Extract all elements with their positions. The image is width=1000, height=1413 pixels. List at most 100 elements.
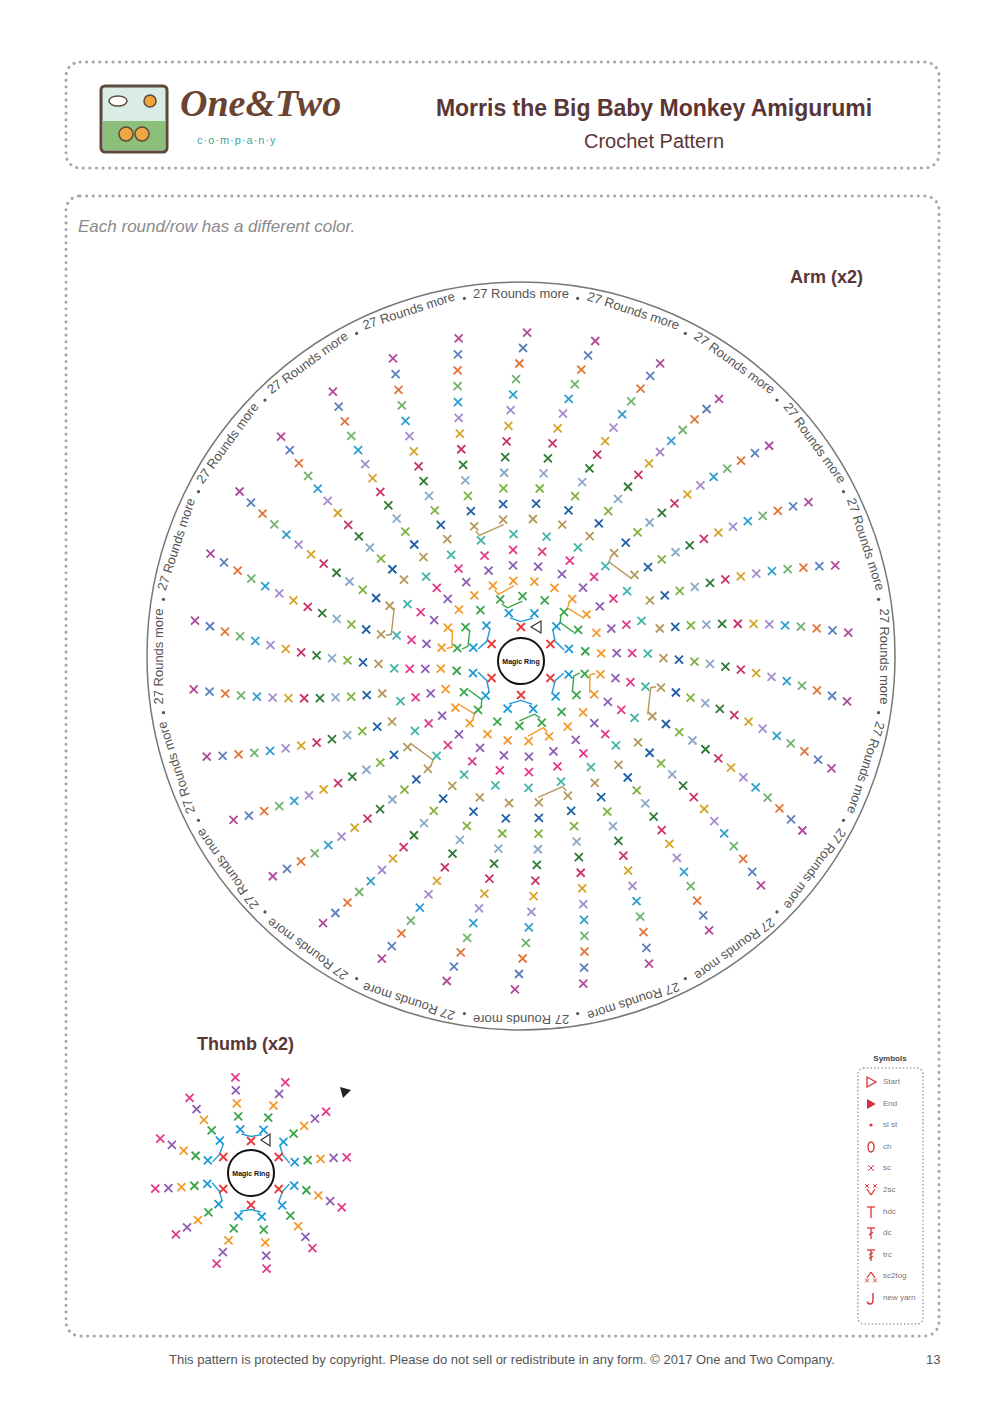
sc-symbol: [474, 706, 482, 714]
sc-symbol: [304, 603, 312, 611]
sc-symbol: [314, 485, 322, 493]
sc-symbol: [311, 1115, 319, 1123]
sc-symbol: [665, 840, 673, 848]
sc-symbol: [290, 1182, 298, 1190]
sc-symbol: [535, 830, 543, 838]
sc-symbol: [609, 595, 617, 603]
sc-symbol: [401, 528, 409, 536]
sc-symbol: [721, 575, 729, 583]
sc-symbol: [828, 692, 836, 700]
sc-symbol: [283, 865, 291, 873]
sc-symbol: [525, 753, 533, 761]
sc-symbol: [282, 744, 290, 752]
sc-symbol: [679, 782, 687, 790]
legend-text: Start: [883, 1077, 900, 1086]
sc-symbol: [335, 403, 343, 411]
sc-symbol: [597, 793, 605, 801]
legend-heading: Symbols: [873, 1054, 906, 1063]
sc-symbol: [613, 649, 621, 657]
sc-symbol: [359, 658, 367, 666]
sc-symbol: [419, 553, 427, 561]
sc-symbol: [388, 565, 396, 573]
sc-symbol: [814, 756, 822, 764]
sc-symbol: [744, 517, 752, 525]
legend-symbol: [864, 1118, 878, 1132]
sc-symbol: [412, 775, 420, 783]
increase-symbol: [459, 705, 474, 719]
sc-symbol: [200, 1116, 208, 1124]
sc-symbol: [354, 446, 362, 454]
sc-symbol: [411, 727, 419, 735]
symbol-stroke: [868, 1293, 874, 1304]
sc-symbol: [460, 688, 468, 696]
sc-symbol: [476, 793, 484, 801]
sc-symbol: [687, 694, 695, 702]
sc-symbol: [348, 773, 356, 781]
sc-symbol: [485, 567, 493, 575]
rounds-repeat-text: 27 Rounds more: [473, 1011, 569, 1026]
sc-symbol: [234, 1212, 242, 1220]
sc-symbol: [628, 649, 636, 657]
sc-symbol: [219, 1248, 227, 1256]
sc-symbol: [578, 884, 586, 892]
sc-symbol: [437, 665, 445, 673]
sc-symbol: [466, 719, 474, 727]
sc-symbol: [509, 561, 517, 569]
legend-symbol: [864, 1097, 878, 1111]
legend-symbol: [864, 1291, 878, 1305]
symbol-stroke: [869, 1232, 873, 1235]
sc-symbol: [527, 908, 535, 916]
legend-frame: [858, 1068, 923, 1324]
sc-symbol: [284, 694, 292, 702]
rounds-circle: [147, 282, 895, 1030]
sc-symbol: [376, 805, 384, 813]
sc-symbol: [504, 736, 512, 744]
sc-symbol: [568, 595, 576, 603]
sc-symbol: [636, 913, 644, 921]
sc-symbol: [386, 602, 394, 610]
sc-symbol: [693, 897, 701, 905]
rounds-repeat-text: 27 Rounds more: [780, 400, 849, 487]
sc-symbol: [444, 741, 452, 749]
sc-symbol: [443, 535, 451, 543]
increase-symbol: [509, 700, 532, 704]
increase-symbol: [241, 1134, 262, 1136]
legend-text: sc2tog: [883, 1271, 907, 1280]
sc-symbol: [700, 535, 708, 543]
sc-symbol: [633, 897, 641, 905]
sc-symbol: [450, 963, 458, 971]
sc-symbol: [261, 1239, 269, 1247]
sc-symbol: [596, 602, 604, 610]
sc-symbol: [393, 631, 401, 639]
sc-symbol: [844, 629, 852, 637]
sc-symbol: [156, 1135, 164, 1143]
sc-symbol: [234, 567, 242, 575]
rounds-repeat-text: 27 Rounds more: [194, 825, 263, 912]
sc-symbol: [396, 697, 404, 705]
sc-symbol: [482, 692, 490, 700]
sc-symbol: [470, 522, 478, 530]
sc-symbol: [525, 737, 533, 745]
sc-symbol: [671, 499, 679, 507]
sc-symbol: [529, 515, 537, 523]
sc-symbol: [604, 698, 612, 706]
legend-row: ch: [864, 1139, 920, 1155]
sc-symbol: [269, 694, 277, 702]
sc-symbol: [699, 911, 707, 919]
sc-symbol: [213, 1260, 221, 1268]
sc-symbol: [558, 708, 566, 716]
sc-symbol: [278, 1201, 286, 1209]
sc-symbol: [590, 573, 598, 581]
sc-symbol: [206, 622, 214, 630]
sc-symbol: [447, 551, 455, 559]
sc-symbol: [260, 1126, 268, 1134]
logo-duck: [119, 127, 133, 141]
sc-symbol: [773, 732, 781, 740]
sc-symbol: [269, 1102, 277, 1110]
subtitle: Crochet Pattern: [584, 130, 724, 153]
sc-symbol: [723, 465, 731, 473]
sc-symbol: [389, 855, 397, 863]
sc-symbol: [449, 850, 457, 858]
sc-symbol: [290, 797, 298, 805]
sc-symbol: [247, 575, 255, 583]
